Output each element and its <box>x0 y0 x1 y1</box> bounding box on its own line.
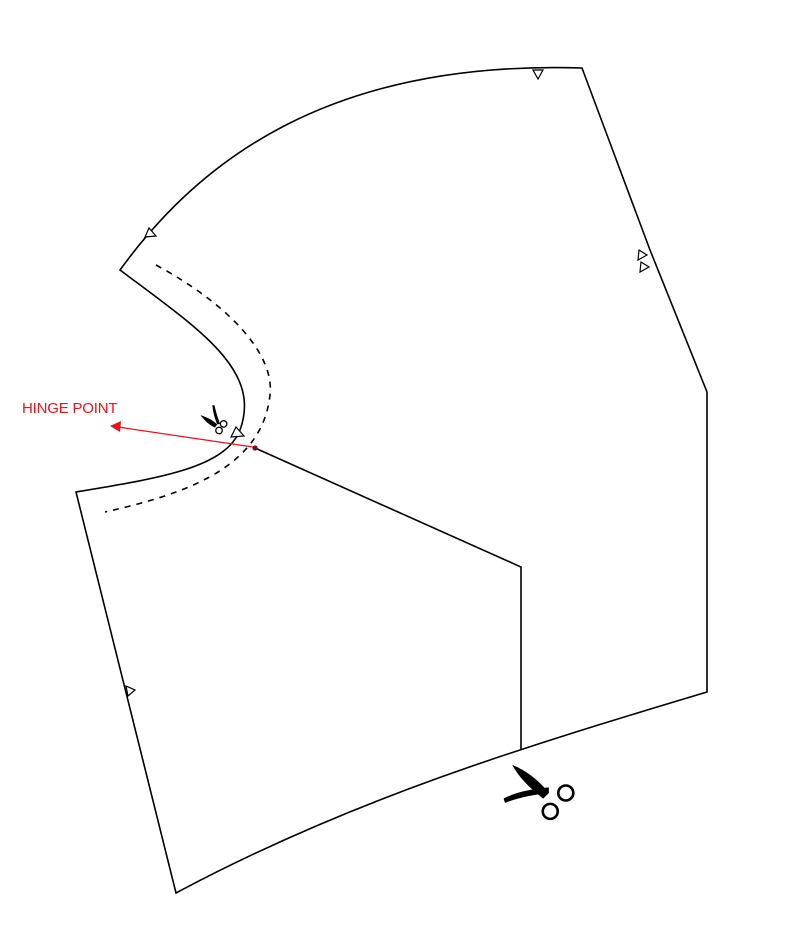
scissors-icon <box>503 764 575 821</box>
hinge-point-dot <box>252 445 258 451</box>
notch-mark <box>144 226 158 238</box>
notch-mark <box>637 248 649 262</box>
pattern-piece-outline <box>75 66 708 895</box>
neckline-seam-line <box>104 264 272 513</box>
notch-mark <box>639 260 651 274</box>
hinge-point-label: HINGE POINT <box>22 400 117 417</box>
notch-mark <box>229 425 246 438</box>
notch-mark <box>531 69 545 81</box>
scissors-icon <box>200 405 228 435</box>
hinge-point-arrow <box>110 421 254 448</box>
slash-line <box>254 447 522 750</box>
notch-mark <box>125 684 137 698</box>
